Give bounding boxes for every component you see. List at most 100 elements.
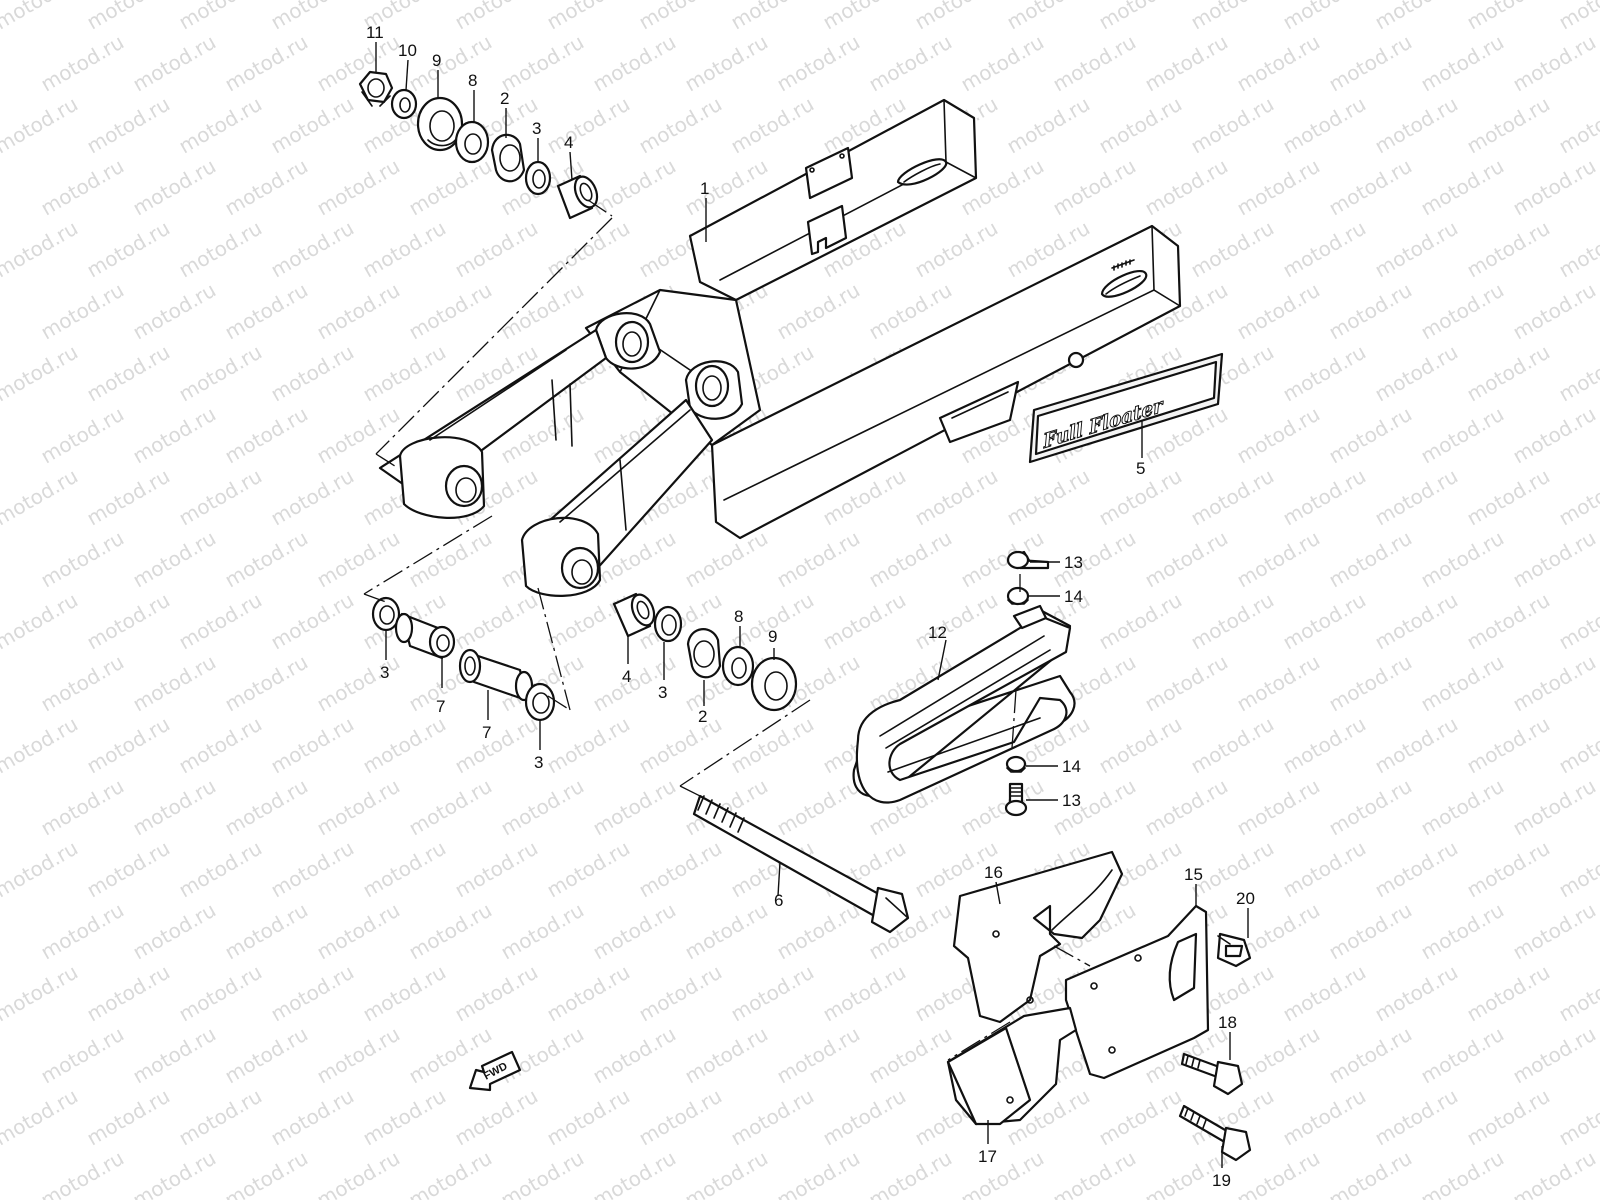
watermark-text: motod.ru bbox=[0, 712, 82, 779]
nut-14-top[interactable] bbox=[1006, 586, 1030, 606]
chain-buffer[interactable] bbox=[852, 604, 1076, 804]
watermark-text: motod.ru bbox=[1509, 898, 1600, 965]
watermark-text: motod.ru bbox=[0, 464, 82, 531]
watermark-text: motod.ru bbox=[83, 216, 174, 283]
watermark-text: motod.ru bbox=[543, 216, 634, 283]
watermark-text: motod.ru bbox=[405, 898, 496, 965]
watermark-text: motod.ru bbox=[129, 774, 220, 841]
watermark-text: motod.ru bbox=[1325, 650, 1416, 717]
watermark-text: motod.ru bbox=[1187, 464, 1278, 531]
watermark-text: motod.ru bbox=[957, 774, 1048, 841]
watermark-text: motod.ru bbox=[1555, 216, 1600, 283]
bolt-19[interactable] bbox=[1178, 1104, 1252, 1162]
watermark-text: motod.ru bbox=[1325, 526, 1416, 593]
swingarm[interactable] bbox=[378, 98, 1182, 597]
watermark-text: motod.ru bbox=[1371, 216, 1462, 283]
chain-guide-plate-15[interactable] bbox=[1064, 904, 1210, 1080]
watermark-text: motod.ru bbox=[37, 1146, 128, 1200]
watermark-text: motod.ru bbox=[957, 30, 1048, 97]
watermark-text: motod.ru bbox=[221, 1146, 312, 1200]
watermark-text: motod.ru bbox=[1279, 0, 1370, 34]
pivot-spacer-washer-bottom[interactable] bbox=[750, 656, 798, 712]
watermark-text: motod.ru bbox=[1049, 1146, 1140, 1200]
oil-seal-top[interactable] bbox=[524, 160, 552, 196]
watermark-text: motod.ru bbox=[267, 92, 358, 159]
callout-14-bottom: 14 bbox=[1062, 757, 1081, 776]
dust-seal-cap-bottom[interactable] bbox=[686, 628, 722, 679]
chain-guide-17[interactable] bbox=[946, 1006, 1078, 1126]
watermark-text: motod.ru bbox=[451, 836, 542, 903]
watermark-text: motod.ru bbox=[129, 402, 220, 469]
callout-3-top: 3 bbox=[532, 119, 541, 138]
pivot-sleeve-right[interactable] bbox=[458, 648, 534, 702]
pivot-washer-small[interactable] bbox=[390, 88, 418, 120]
callout-7-right: 7 bbox=[482, 723, 491, 742]
watermark-text: motod.ru bbox=[1463, 960, 1554, 1027]
chain-guide-bracket-16[interactable] bbox=[952, 850, 1124, 1024]
watermark-text: motod.ru bbox=[1279, 836, 1370, 903]
watermark-text: motod.ru bbox=[589, 154, 680, 221]
bolt-18[interactable] bbox=[1180, 1052, 1244, 1096]
watermark-text: motod.ru bbox=[221, 774, 312, 841]
watermark-text: motod.ru bbox=[1095, 0, 1186, 34]
watermark-text: motod.ru bbox=[727, 1084, 818, 1151]
callout-12: 12 bbox=[928, 623, 947, 642]
watermark-text: motod.ru bbox=[175, 836, 266, 903]
watermark-text: motod.ru bbox=[0, 216, 82, 283]
leader-lines bbox=[375, 42, 1249, 1168]
watermark-text: motod.ru bbox=[1325, 1146, 1416, 1200]
watermark-text: motod.ru bbox=[635, 836, 726, 903]
thrust-washer-top[interactable] bbox=[454, 120, 490, 164]
watermark-text: motod.ru bbox=[635, 960, 726, 1027]
watermark-text: motod.ru bbox=[313, 650, 404, 717]
watermark-text: motod.ru bbox=[635, 712, 726, 779]
watermark-text: motod.ru bbox=[451, 960, 542, 1027]
watermark-text: motod.ru bbox=[1279, 340, 1370, 407]
watermark-text: motod.ru bbox=[865, 526, 956, 593]
watermark-text: motod.ru bbox=[1095, 712, 1186, 779]
thrust-washer-bottom[interactable] bbox=[721, 645, 755, 687]
oil-seal-left-outer[interactable] bbox=[371, 596, 401, 632]
watermark-text: motod.ru bbox=[1141, 526, 1232, 593]
watermark-text: motod.ru bbox=[175, 588, 266, 655]
watermark-text: motod.ru bbox=[359, 1084, 450, 1151]
watermark-text: motod.ru bbox=[1371, 92, 1462, 159]
needle-bearing-bottom[interactable] bbox=[612, 591, 658, 638]
pivot-shaft[interactable] bbox=[692, 794, 910, 934]
watermark-text: motod.ru bbox=[0, 0, 82, 34]
watermark-text: motod.ru bbox=[1509, 650, 1600, 717]
watermark-text: motod.ru bbox=[543, 92, 634, 159]
watermark-text: motod.ru bbox=[37, 526, 128, 593]
watermark-text: motod.ru bbox=[1371, 340, 1462, 407]
watermark-text: motod.ru bbox=[1417, 402, 1508, 469]
watermark-text: motod.ru bbox=[1555, 340, 1600, 407]
watermark-text: motod.ru bbox=[267, 712, 358, 779]
pivot-spacer-washer-top[interactable] bbox=[416, 96, 464, 152]
watermark-text: motod.ru bbox=[1187, 216, 1278, 283]
watermark-text: motod.ru bbox=[1233, 402, 1324, 469]
pivot-nut[interactable] bbox=[358, 70, 394, 107]
watermark-text: motod.ru bbox=[497, 774, 588, 841]
watermark-text: motod.ru bbox=[1233, 278, 1324, 345]
watermark-text: motod.ru bbox=[1555, 464, 1600, 531]
watermark-text: motod.ru bbox=[1417, 898, 1508, 965]
watermark-text: motod.ru bbox=[175, 1084, 266, 1151]
dust-seal-cap-top[interactable] bbox=[490, 133, 526, 183]
watermark-text: motod.ru bbox=[1371, 1084, 1462, 1151]
watermark-text: motod.ru bbox=[129, 650, 220, 717]
bolt-13-bottom[interactable] bbox=[1004, 782, 1028, 817]
callout-6: 6 bbox=[774, 891, 783, 910]
watermark-text: motod.ru bbox=[1325, 1022, 1416, 1089]
oil-seal-right-outer[interactable] bbox=[524, 682, 556, 722]
watermark-text: motod.ru bbox=[175, 92, 266, 159]
watermark-text: motod.ru bbox=[1279, 216, 1370, 283]
watermark-text: motod.ru bbox=[221, 526, 312, 593]
watermark-text: motod.ru bbox=[1233, 526, 1324, 593]
callout-8-top: 8 bbox=[468, 71, 477, 90]
nut-14-bottom[interactable] bbox=[1005, 755, 1027, 773]
watermark-text: motod.ru bbox=[1509, 1022, 1600, 1089]
needle-bearing-top[interactable] bbox=[556, 173, 601, 220]
bolt-20[interactable] bbox=[1216, 932, 1252, 968]
oil-seal-bottom[interactable] bbox=[653, 605, 683, 643]
bolt-13-top[interactable] bbox=[1006, 550, 1050, 570]
